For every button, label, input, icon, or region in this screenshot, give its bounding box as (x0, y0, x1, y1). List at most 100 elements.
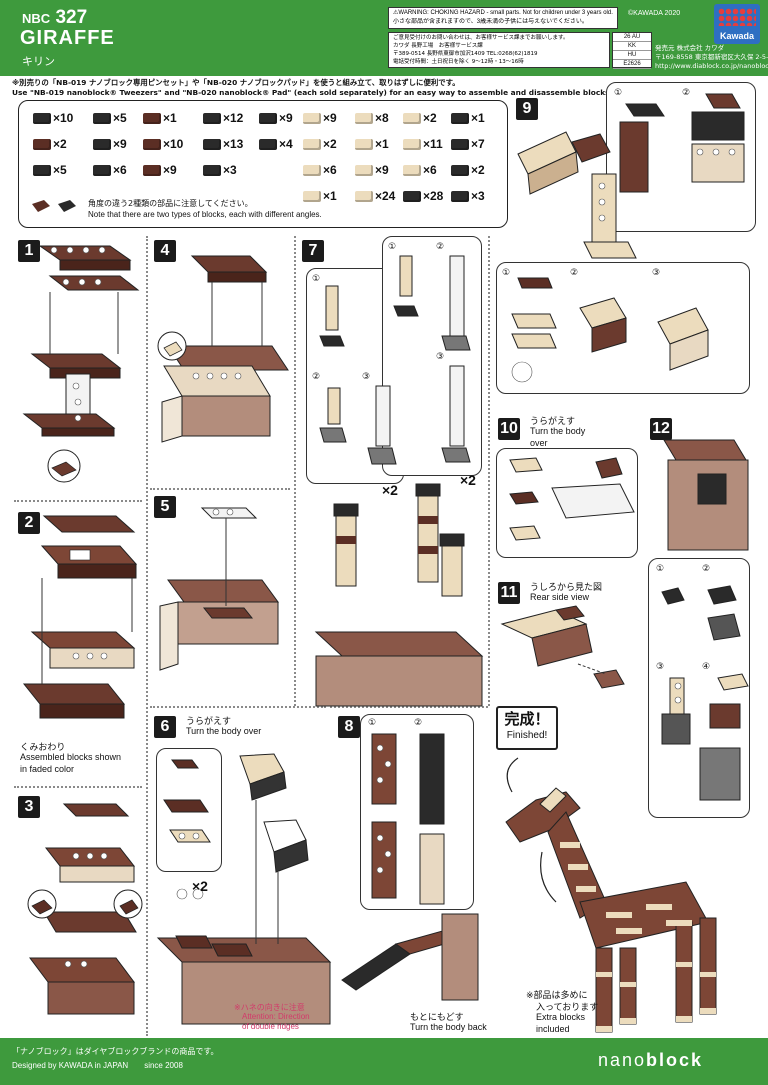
part-entry: ×3 (203, 163, 237, 177)
block-icon (203, 139, 221, 150)
part-count: ×12 (223, 111, 243, 125)
step-5-illustration (152, 494, 292, 702)
product-codes: 26 AU KK HU E2626 (612, 32, 652, 68)
part-entry: ×8 (355, 111, 389, 125)
column-divider (294, 236, 296, 706)
part-entry: ×6 (93, 163, 127, 177)
part-count: ×9 (375, 163, 389, 177)
part-count: ×2 (323, 137, 337, 151)
attention-caption-en-2: of double ridges (242, 1022, 299, 1031)
part-count: ×2 (471, 163, 485, 177)
part-entry: ×9 (259, 111, 293, 125)
company-info: 発売元 株式会社 カワダ 〒169-8558 東京都新宿区大久保 2-5-25 … (655, 44, 768, 71)
footer-designed-by: Designed by KAWADA in JAPAN since 2008 (12, 1060, 183, 1071)
block-icon (451, 113, 469, 124)
nanoblock-logo: nanoblock (598, 1050, 703, 1071)
block-icon (303, 191, 321, 202)
block-icon (33, 165, 51, 176)
block-icon (303, 139, 321, 150)
step-6-illustration (156, 748, 332, 1026)
part-count: ×3 (223, 163, 237, 177)
model-title-jp: キリン (22, 53, 55, 69)
part-entry: ×3 (451, 189, 485, 203)
block-icon (355, 165, 373, 176)
part-entry: ×2 (33, 137, 67, 151)
quantity-x2-left: ×2 (382, 482, 398, 498)
copyright: ©KAWADA 2020 (628, 10, 680, 17)
angle-blocks-icon (30, 196, 80, 220)
header-bar: NBC 327 GIRAFFE キリン ⚠WARNING: CHOKING HA… (0, 0, 768, 76)
block-icon (203, 113, 221, 124)
customer-service-info: ご意見受付けのお問い合わせは、お客様サービス課までお願いします。 カワダ 長野工… (388, 32, 610, 68)
part-entry: ×1 (451, 111, 485, 125)
part-entry: ×24 (355, 189, 395, 203)
part-count: ×2 (423, 111, 437, 125)
block-icon (355, 191, 373, 202)
step-4-illustration (152, 236, 292, 468)
block-icon (33, 113, 51, 124)
part-entry: ×10 (143, 137, 183, 151)
block-icon (355, 139, 373, 150)
part-entry: ×5 (93, 111, 127, 125)
part-entry: ×2 (403, 111, 437, 125)
step-number-6: 6 (154, 716, 176, 738)
part-count: ×9 (163, 163, 177, 177)
block-icon (403, 139, 421, 150)
part-count: ×9 (279, 111, 293, 125)
block-icon (303, 113, 321, 124)
part-entry: ×9 (303, 111, 337, 125)
column-divider (488, 236, 490, 706)
part-count: ×28 (423, 189, 443, 203)
step-3-illustration (16, 792, 142, 1032)
part-count: ×10 (53, 111, 73, 125)
row-divider (14, 500, 142, 502)
part-entry: ×1 (303, 189, 337, 203)
step-7-illustration (306, 236, 488, 706)
part-entry: ×9 (93, 137, 127, 151)
block-icon (203, 165, 221, 176)
part-count: ×9 (323, 111, 337, 125)
extra-blocks-en-2: included (536, 1024, 570, 1034)
footer-bar: 「ナノブロック」はダイヤブロックブランドの商品です。 Designed by K… (0, 1038, 768, 1085)
part-entry: ×9 (355, 163, 389, 177)
part-entry: ×1 (355, 137, 389, 151)
block-icon (403, 113, 421, 124)
part-entry: ×10 (33, 111, 73, 125)
row-divider (14, 786, 142, 788)
part-count: ×6 (113, 163, 127, 177)
block-icon (451, 139, 469, 150)
part-count: ×2 (53, 137, 67, 151)
turn-back-caption-en: Turn the body back (410, 1022, 487, 1032)
block-icon (259, 113, 277, 124)
part-count: ×5 (53, 163, 67, 177)
block-icon (93, 165, 111, 176)
quantity-x2: ×2 (192, 878, 208, 894)
part-entry: ×4 (259, 137, 293, 151)
choking-warning: ⚠WARNING: CHOKING HAZARD - small parts. … (388, 7, 618, 29)
footer-brand-note: 「ナノブロック」はダイヤブロックブランドの商品です。 (12, 1046, 219, 1057)
step-2-illustration (20, 508, 140, 740)
model-number: NBC 327 (22, 7, 87, 29)
part-entry: ×2 (303, 137, 337, 151)
turn-caption-10-en-2: over (530, 438, 548, 448)
part-entry: ×7 (451, 137, 485, 151)
part-entry: ×12 (203, 111, 243, 125)
part-count: ×1 (323, 189, 337, 203)
kawada-logo: Kawada (714, 4, 760, 44)
part-count: ×3 (471, 189, 485, 203)
angle-note-en: Note that there are two types of blocks,… (88, 210, 322, 219)
part-entry: ×2 (451, 163, 485, 177)
step-number-10: 10 (498, 418, 520, 440)
finished-badge: 完成！ Finished! (496, 706, 558, 750)
block-icon (451, 191, 469, 202)
block-icon (355, 113, 373, 124)
part-count: ×5 (113, 111, 127, 125)
part-count: ×9 (113, 137, 127, 151)
turn-over-caption-en: Turn the body over (186, 726, 261, 736)
block-icon (259, 139, 277, 150)
extra-blocks-en: Extra blocks (536, 1012, 585, 1022)
column-divider (146, 236, 148, 1036)
part-entry: ×5 (33, 163, 67, 177)
step-10-illustration (496, 448, 638, 558)
step-1-illustration (20, 236, 140, 496)
